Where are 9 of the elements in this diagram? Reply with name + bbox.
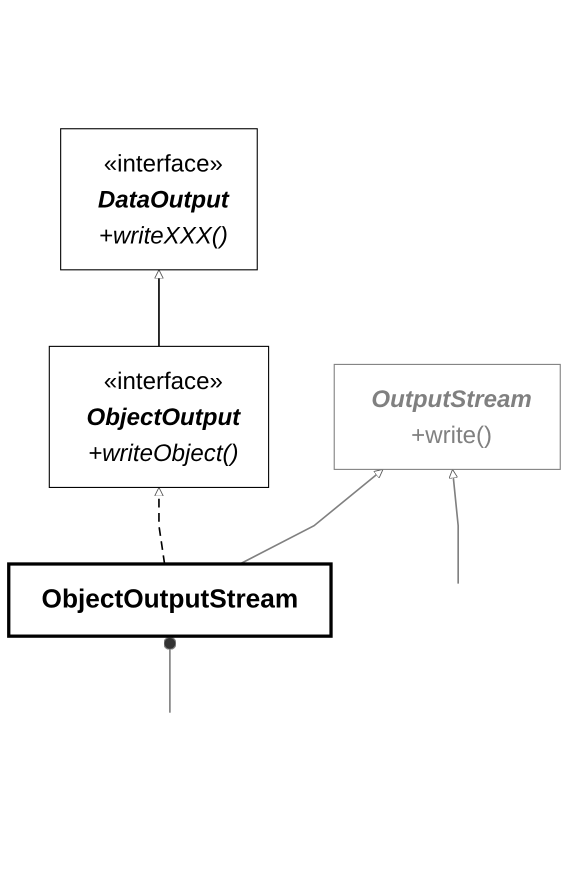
arrow (239, 468, 384, 565)
node-box: OutputStream +write() (334, 364, 561, 470)
arrow (154, 269, 164, 346)
arrow (154, 486, 166, 564)
arrow (448, 468, 459, 584)
node-box: ObjectOutputStream (7, 562, 333, 638)
node-box: «interface» DataOutput +writeXXX() (60, 128, 258, 270)
connector (163, 636, 176, 713)
node-box: «interface» ObjectOutput +writeObject() (48, 346, 270, 488)
